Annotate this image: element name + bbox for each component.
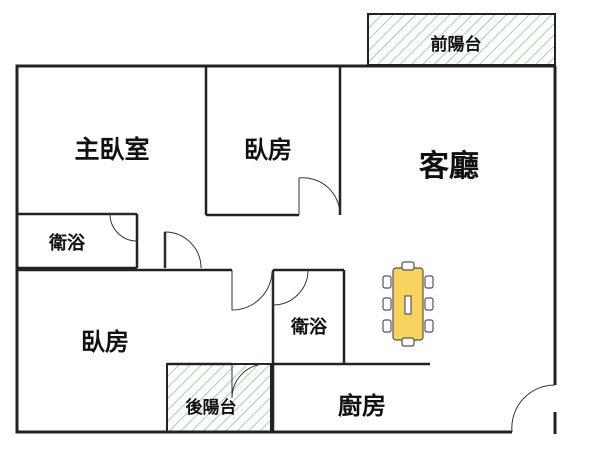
bedroom-south-label: 臥房 (81, 328, 129, 356)
chair-icon (424, 297, 434, 311)
outer-walls (15, 64, 557, 434)
back-balcony-label: 後陽台 (186, 397, 237, 418)
chair-icon (424, 319, 434, 333)
bedroom-north-label: 臥房 (244, 136, 292, 164)
living-room-label: 客廳 (419, 149, 479, 184)
chair-icon (424, 275, 434, 289)
bathroom-center-label: 衛浴 (290, 316, 328, 338)
chair-icon (382, 297, 392, 311)
dining-set (382, 261, 434, 347)
front-balcony-label: 前陽台 (431, 34, 482, 55)
chair-icon (401, 261, 415, 271)
back-balcony-area (166, 363, 272, 433)
chair-icon (382, 275, 392, 289)
interior-walls (17, 66, 430, 432)
master-bedroom-label: 主臥室 (74, 135, 149, 164)
bathroom-west-label: 衛浴 (48, 232, 86, 254)
chair-icon (401, 337, 415, 347)
chair-icon (382, 319, 392, 333)
kitchen-label: 廚房 (338, 392, 386, 420)
front-balcony-area (367, 13, 556, 66)
door-swing-icon (109, 177, 556, 433)
